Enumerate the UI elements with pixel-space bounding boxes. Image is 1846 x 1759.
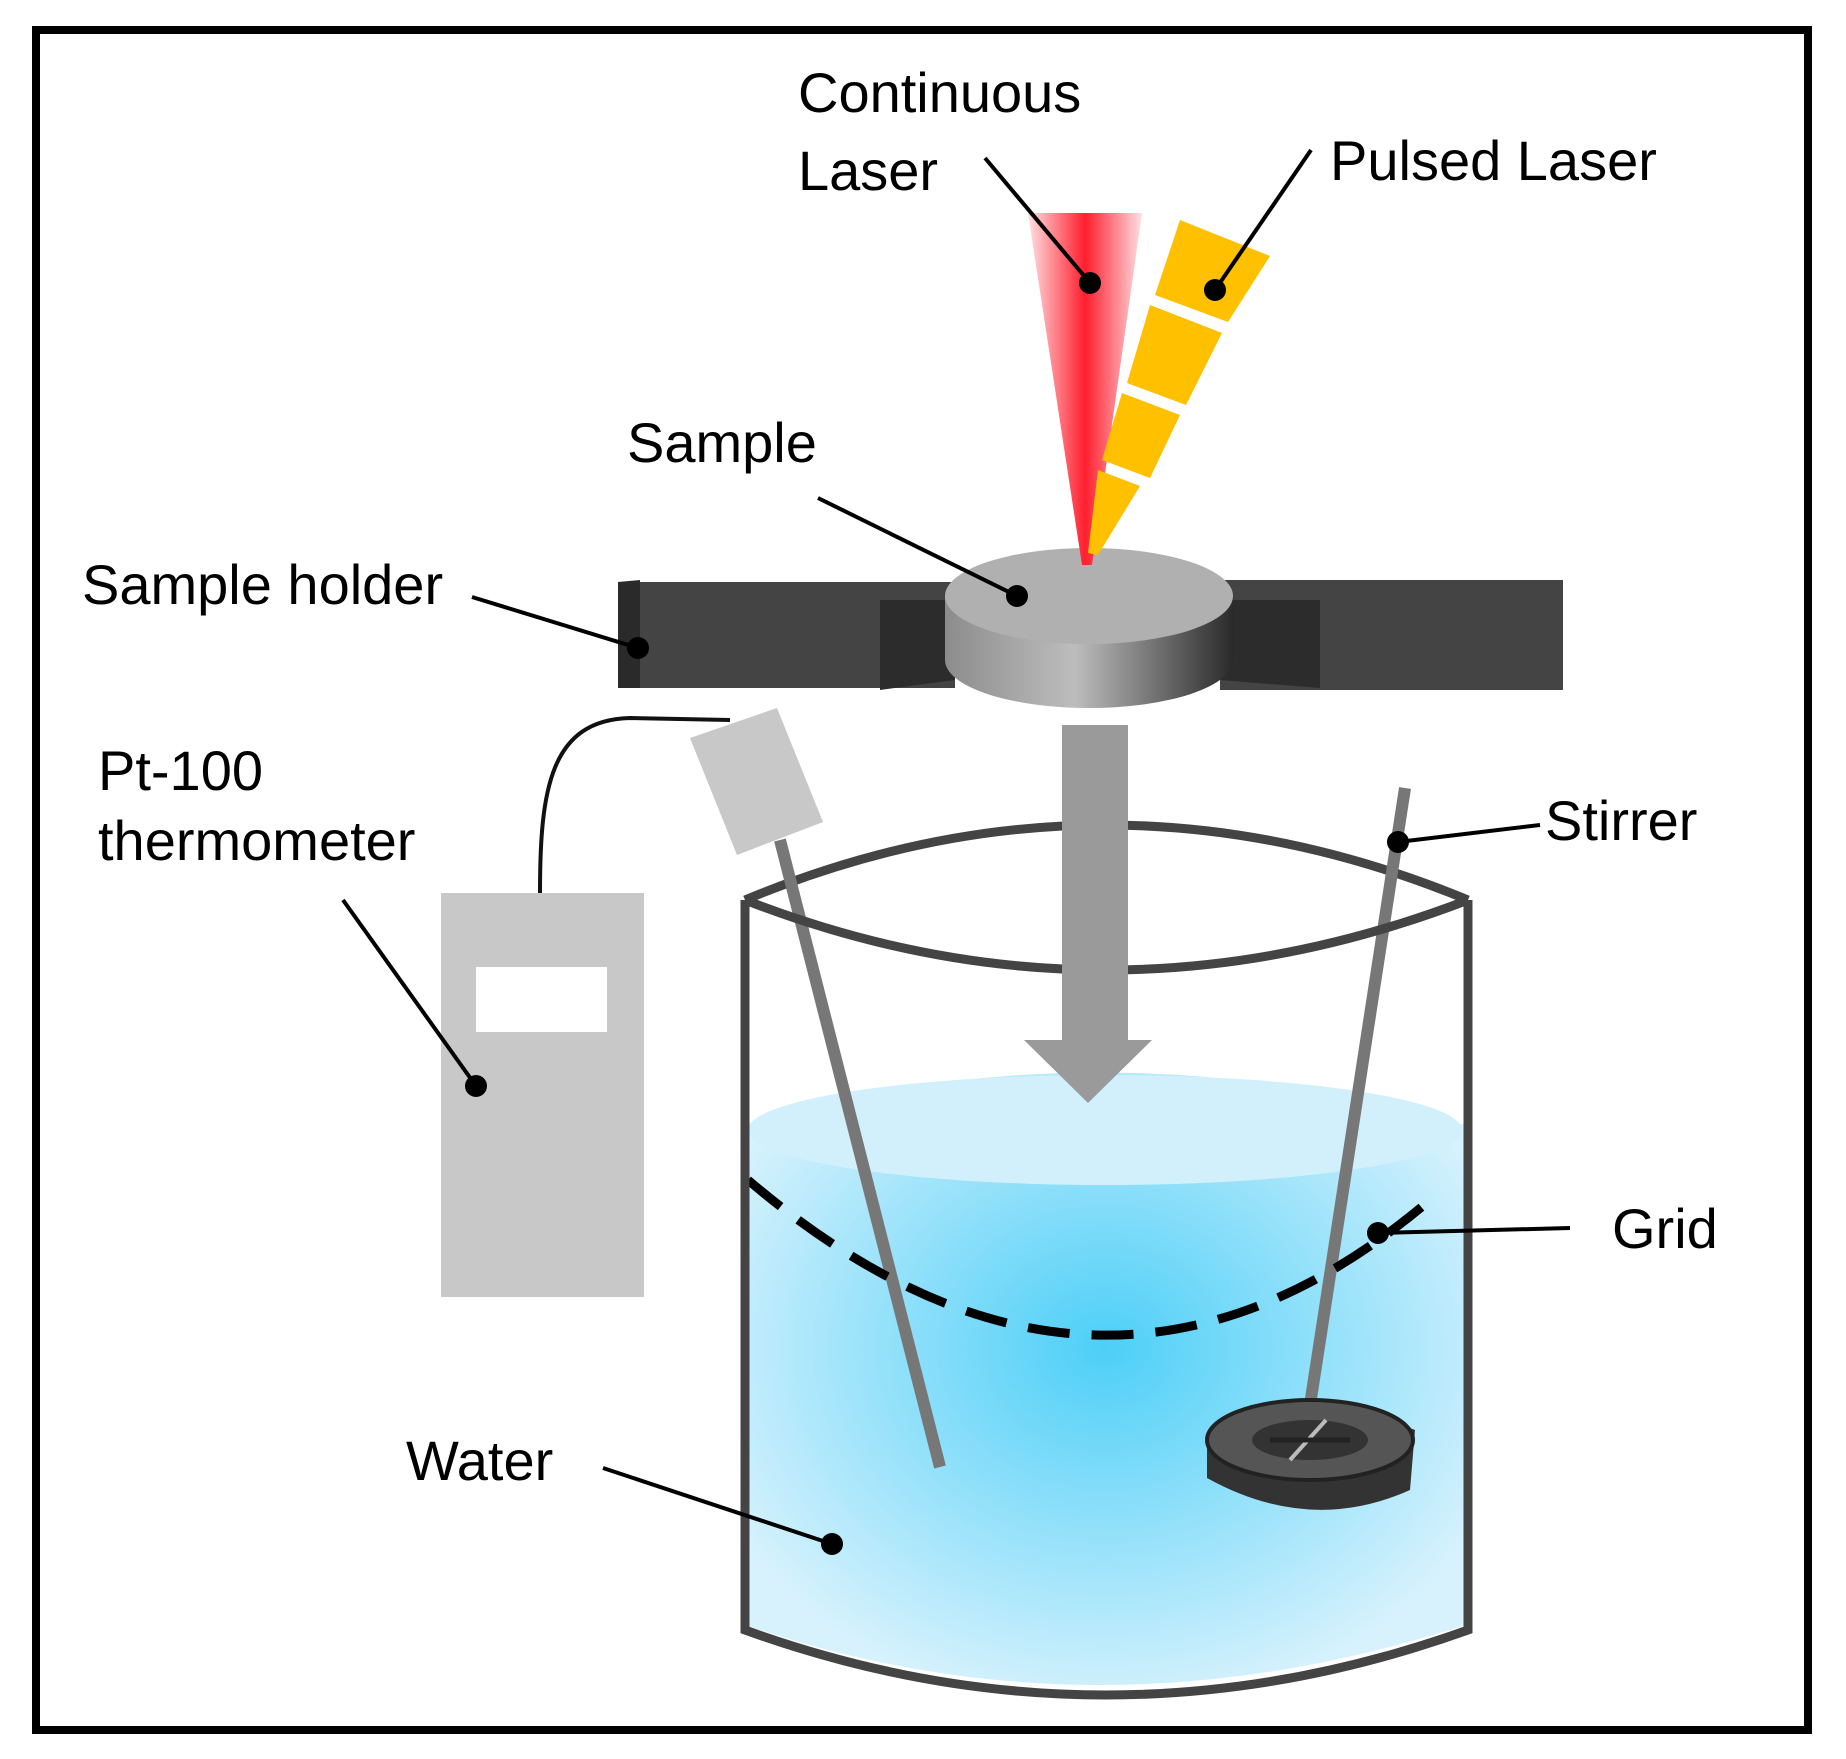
stirrer-rod (1302, 787, 1411, 1419)
down-arrow-icon (1024, 725, 1152, 1103)
label-thermometer-line2: thermometer (98, 809, 415, 872)
thermometer-probe-rod (774, 838, 946, 1469)
thermometer-cable (538, 715, 731, 894)
sample-disk (945, 548, 1233, 708)
water-body (745, 1072, 1465, 1685)
label-thermometer-line1: Pt-100 (98, 739, 263, 802)
grid-mesh (745, 1176, 1433, 1340)
label-continuous-laser-line1: Continuous (798, 61, 1081, 124)
label-continuous-laser-line2: Laser (798, 139, 938, 202)
sample-holder (618, 580, 1563, 690)
label-grid: Grid (1612, 1197, 1718, 1260)
magnetic-stir-bar-icon (1205, 1398, 1415, 1510)
thermometer-probe-head (690, 708, 823, 855)
continuous-laser-beam (1028, 213, 1142, 565)
label-sample-holder: Sample holder (82, 553, 443, 616)
label-pulsed-laser: Pulsed Laser (1330, 129, 1657, 192)
pulsed-laser-beam (1088, 220, 1270, 555)
leader-lines (341, 148, 1571, 1555)
diagram-frame (32, 26, 1812, 1734)
label-sample: Sample (627, 411, 817, 474)
thermometer-display (476, 967, 607, 1032)
label-stirrer: Stirrer (1545, 789, 1697, 852)
label-water: Water (406, 1429, 553, 1492)
